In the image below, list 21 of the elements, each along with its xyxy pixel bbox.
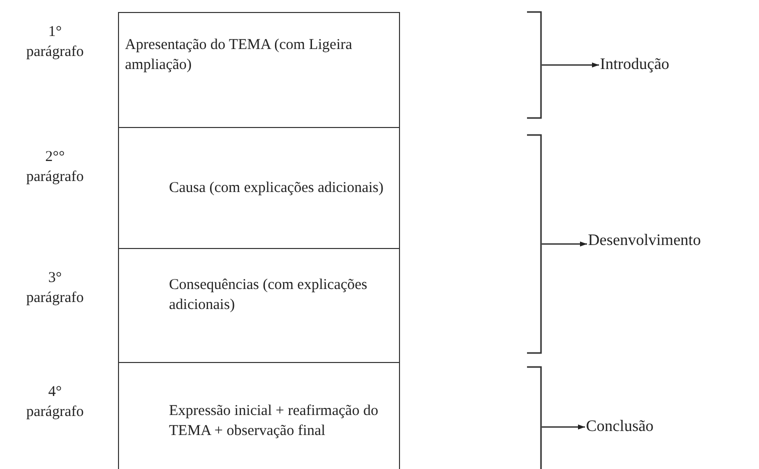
paragraph-label: 3° parágrafo xyxy=(25,269,85,308)
row-text: Apresentação do TEMA (com Ligeira ampliação) xyxy=(125,36,354,75)
table-row xyxy=(118,12,400,128)
table-row xyxy=(118,127,400,249)
arrow xyxy=(542,242,587,246)
table-row xyxy=(118,362,400,469)
table-row xyxy=(118,248,400,363)
paragraph-label: 2°° parágrafo xyxy=(25,148,85,187)
section-label: Desenvolvimento xyxy=(588,231,701,251)
paragraph-label: 4° parágrafo xyxy=(25,383,85,422)
bracket xyxy=(527,366,542,469)
arrow xyxy=(542,62,599,68)
row-text: Consequências (com explicações adicionais) xyxy=(169,276,368,315)
row-text: Expressão inicial + reafirmação do TEMA + observação final xyxy=(169,402,380,441)
section-label: Introdução xyxy=(600,55,670,75)
arrow xyxy=(542,424,585,430)
bracket xyxy=(527,134,542,354)
row-text: Causa (com explicações adicionais) xyxy=(169,179,384,198)
bracket xyxy=(527,11,542,119)
paragraph-label: 1° parágrafo xyxy=(25,23,85,62)
section-label: Conclusão xyxy=(586,417,654,437)
